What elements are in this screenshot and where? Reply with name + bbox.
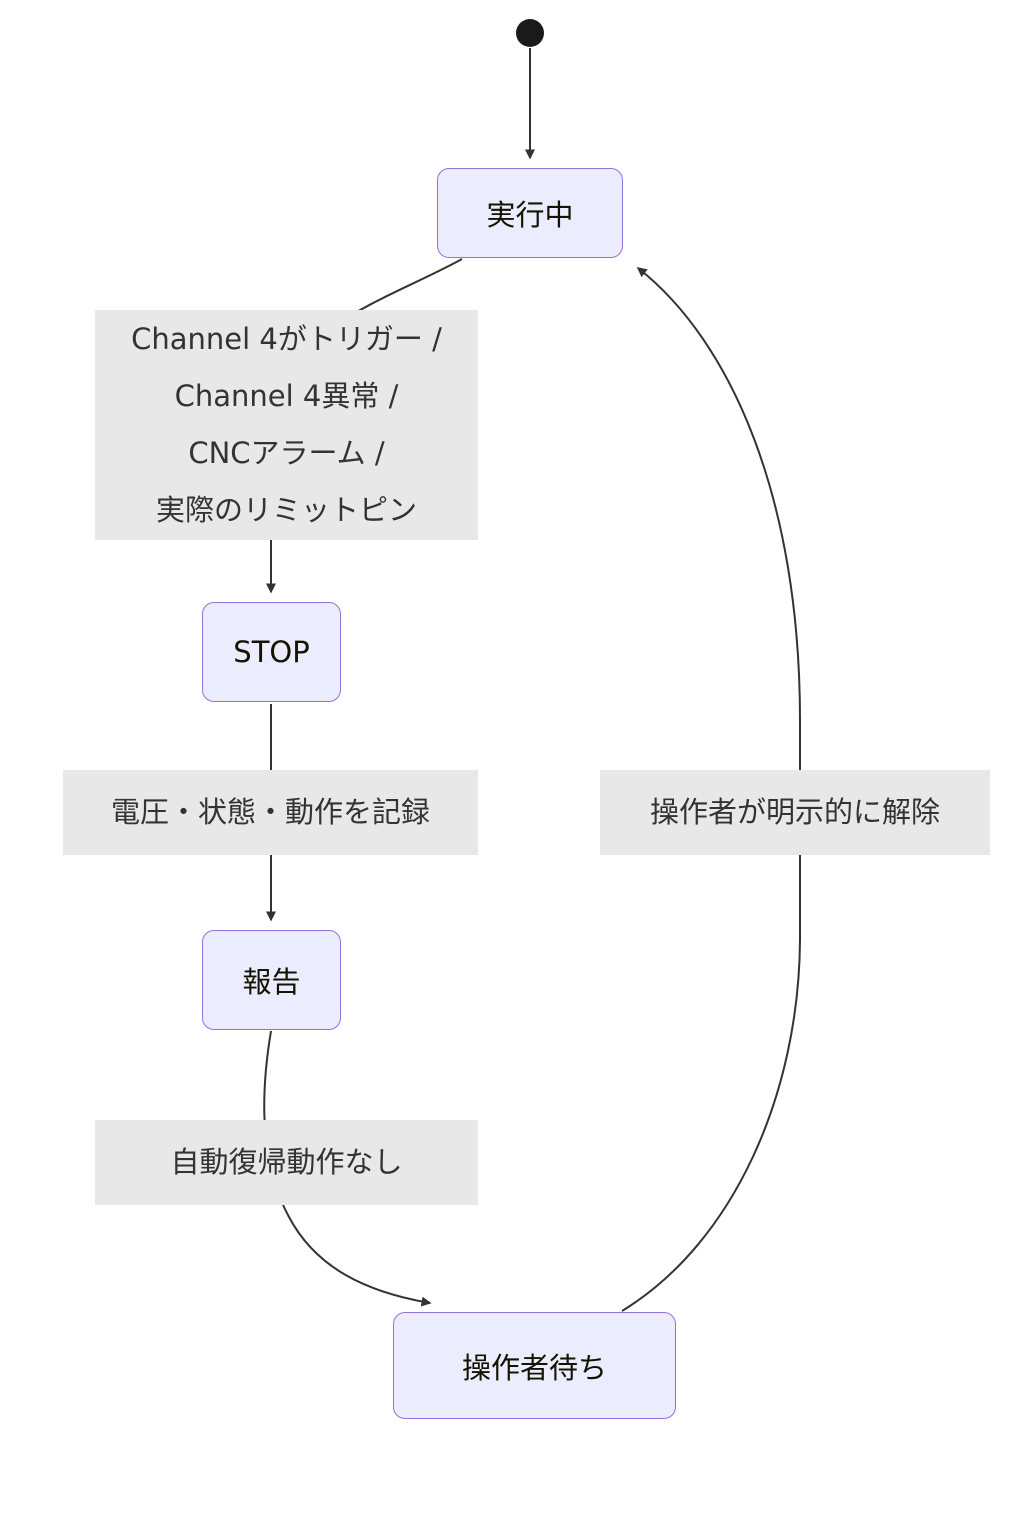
- state-running: 実行中: [437, 168, 623, 258]
- state-waiting-operator: 操作者待ち: [393, 1312, 676, 1419]
- trigger-condition-line: 実際のリミットピン: [155, 493, 417, 527]
- edge-report-to-waiting: [263, 1030, 432, 1307]
- state-waiting-operator-label: 操作者待ち: [461, 1350, 607, 1385]
- edge-label-no-auto-recovery-text: 自動復帰動作なし: [170, 1144, 403, 1179]
- state-report-label: 報告: [242, 965, 301, 999]
- edge-label-operator-release-text: 操作者が明示的に解除: [649, 794, 940, 829]
- edge-waiting-to-running: [621, 267, 801, 1312]
- edge-label-operator-release: 操作者が明示的に解除: [600, 770, 990, 855]
- trigger-condition-line: CNCアラーム /: [188, 436, 385, 470]
- state-running-label: 実行中: [486, 198, 574, 232]
- state-report: 報告: [202, 930, 341, 1030]
- edge-label-record-text: 電圧・状態・動作を記録: [110, 794, 430, 829]
- state-stop-label: STOP: [233, 635, 310, 669]
- state-stop: STOP: [202, 602, 341, 702]
- edge-label-record: 電圧・状態・動作を記録: [63, 770, 478, 855]
- initial-state-dot: [516, 19, 544, 47]
- edge-label-trigger-conditions: Channel 4がトリガー / Channel 4異常 / CNCアラーム /…: [95, 310, 478, 540]
- edge-label-no-auto-recovery: 自動復帰動作なし: [95, 1120, 478, 1205]
- trigger-condition-line: Channel 4がトリガー /: [131, 322, 442, 356]
- trigger-condition-line: Channel 4異常 /: [174, 379, 399, 413]
